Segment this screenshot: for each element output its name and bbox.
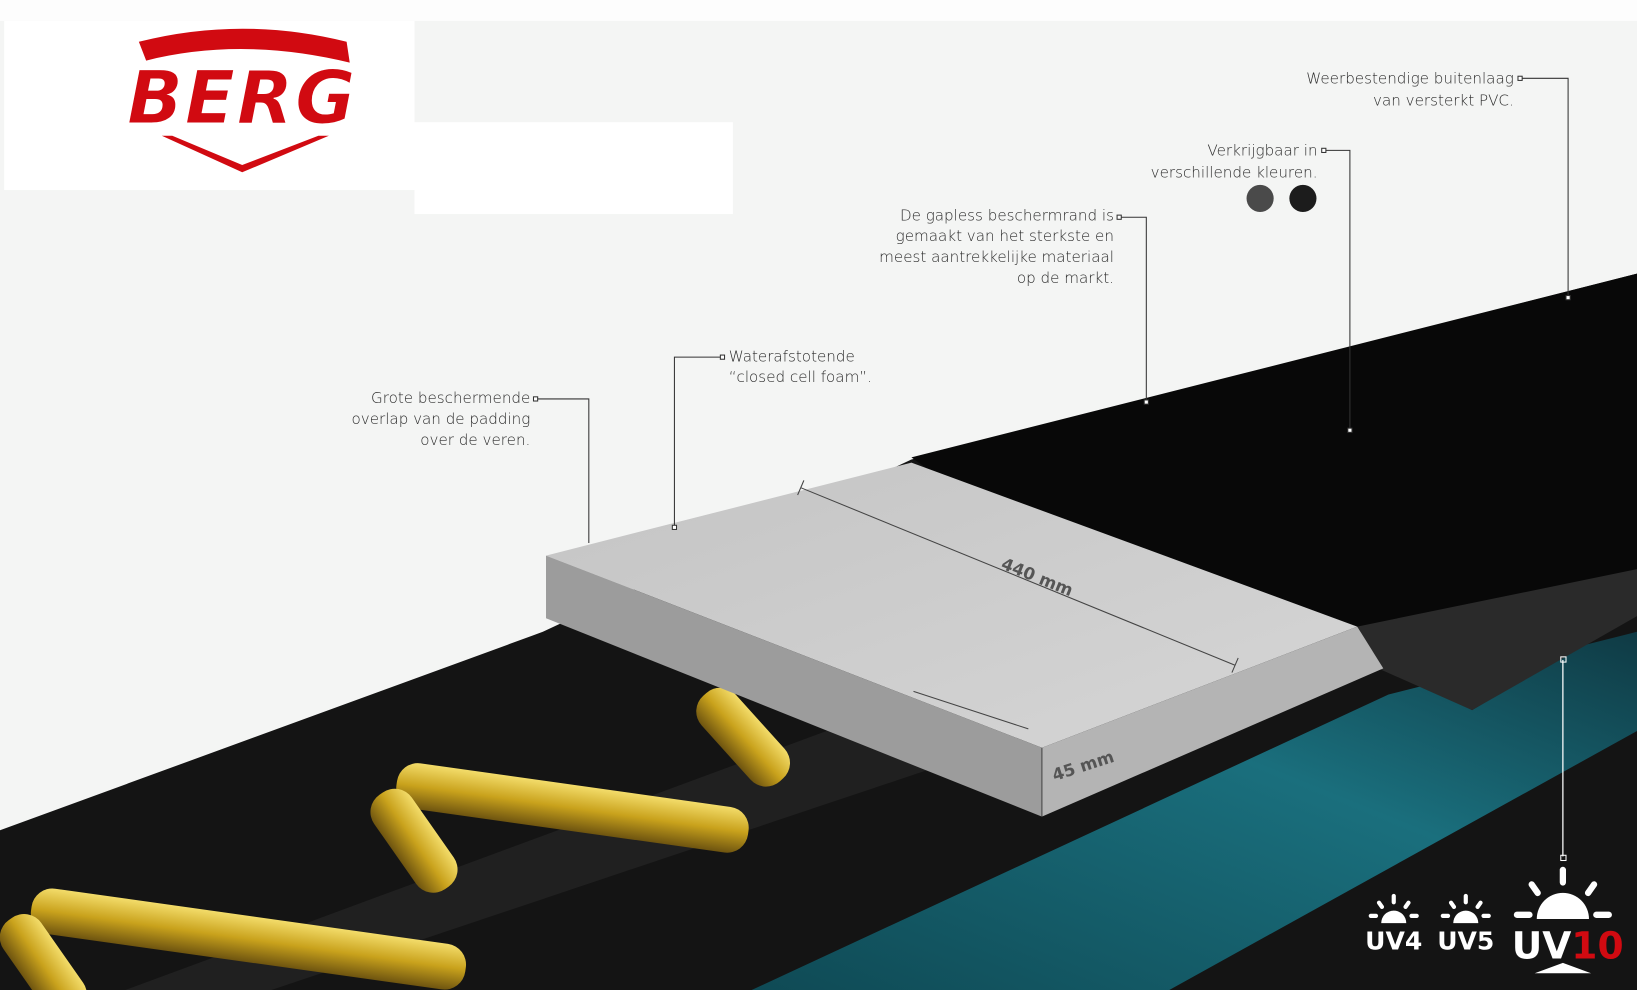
header-band xyxy=(0,0,1637,21)
uv4-badge: UV4 xyxy=(1365,893,1422,955)
svg-text:UV10: UV10 xyxy=(1512,924,1624,968)
svg-text:van versterkt PVC.: van versterkt PVC. xyxy=(1373,91,1514,109)
svg-text:over de veren.: over de veren. xyxy=(420,431,530,449)
svg-text:op de markt.: op de markt. xyxy=(1017,269,1114,287)
annotation-outer-layer: Weerbestendige buitenlaag van versterkt … xyxy=(1306,70,1514,110)
svg-text:Weerbestendige buitenlaag: Weerbestendige buitenlaag xyxy=(1306,70,1514,88)
berg-logo: BERG xyxy=(127,28,357,173)
svg-text:Verkrijgbaar in: Verkrijgbaar in xyxy=(1207,142,1317,160)
color-swatch-black xyxy=(1289,184,1317,212)
uv10-badge: UV10 xyxy=(1512,866,1624,974)
svg-text:De gapless beschermrand is: De gapless beschermrand is xyxy=(900,206,1114,224)
annotation-gapless: De gapless beschermrand is gemaakt van h… xyxy=(879,206,1114,287)
sun-icon xyxy=(1513,866,1612,919)
trampoline-mat xyxy=(751,631,1637,990)
annotation-overlap: Grote beschermende overlap van de paddin… xyxy=(352,389,531,449)
annotation-colors: Verkrijgbaar in verschillende kleuren. xyxy=(1151,142,1318,212)
svg-text:verschillende kleuren.: verschillende kleuren. xyxy=(1151,164,1318,182)
springs xyxy=(0,687,791,990)
uv5-badge: UV5 xyxy=(1437,893,1494,955)
sun-icon xyxy=(1440,893,1491,924)
foam-block xyxy=(546,462,1384,817)
color-swatch-grey xyxy=(1246,184,1274,212)
svg-text:UV5: UV5 xyxy=(1437,926,1494,955)
svg-text:overlap van de padding: overlap van de padding xyxy=(352,410,531,428)
frame-strap xyxy=(125,689,1045,990)
annotation-foam: Waterafstotende “closed cell foam”. xyxy=(729,347,872,386)
svg-text:gemaakt van het sterkste en: gemaakt van het sterkste en xyxy=(896,227,1114,245)
svg-text:Grote beschermende: Grote beschermende xyxy=(371,389,530,407)
sun-icon xyxy=(1368,893,1419,924)
svg-text:Waterafstotende: Waterafstotende xyxy=(729,347,855,365)
svg-text:BERG: BERG xyxy=(127,56,357,141)
pvc-pad xyxy=(911,273,1637,711)
svg-text:UV4: UV4 xyxy=(1365,926,1422,955)
svg-text:“closed cell foam”.: “closed cell foam”. xyxy=(729,368,872,386)
svg-text:meest aantrekkelijke materiaal: meest aantrekkelijke materiaal xyxy=(879,248,1114,266)
